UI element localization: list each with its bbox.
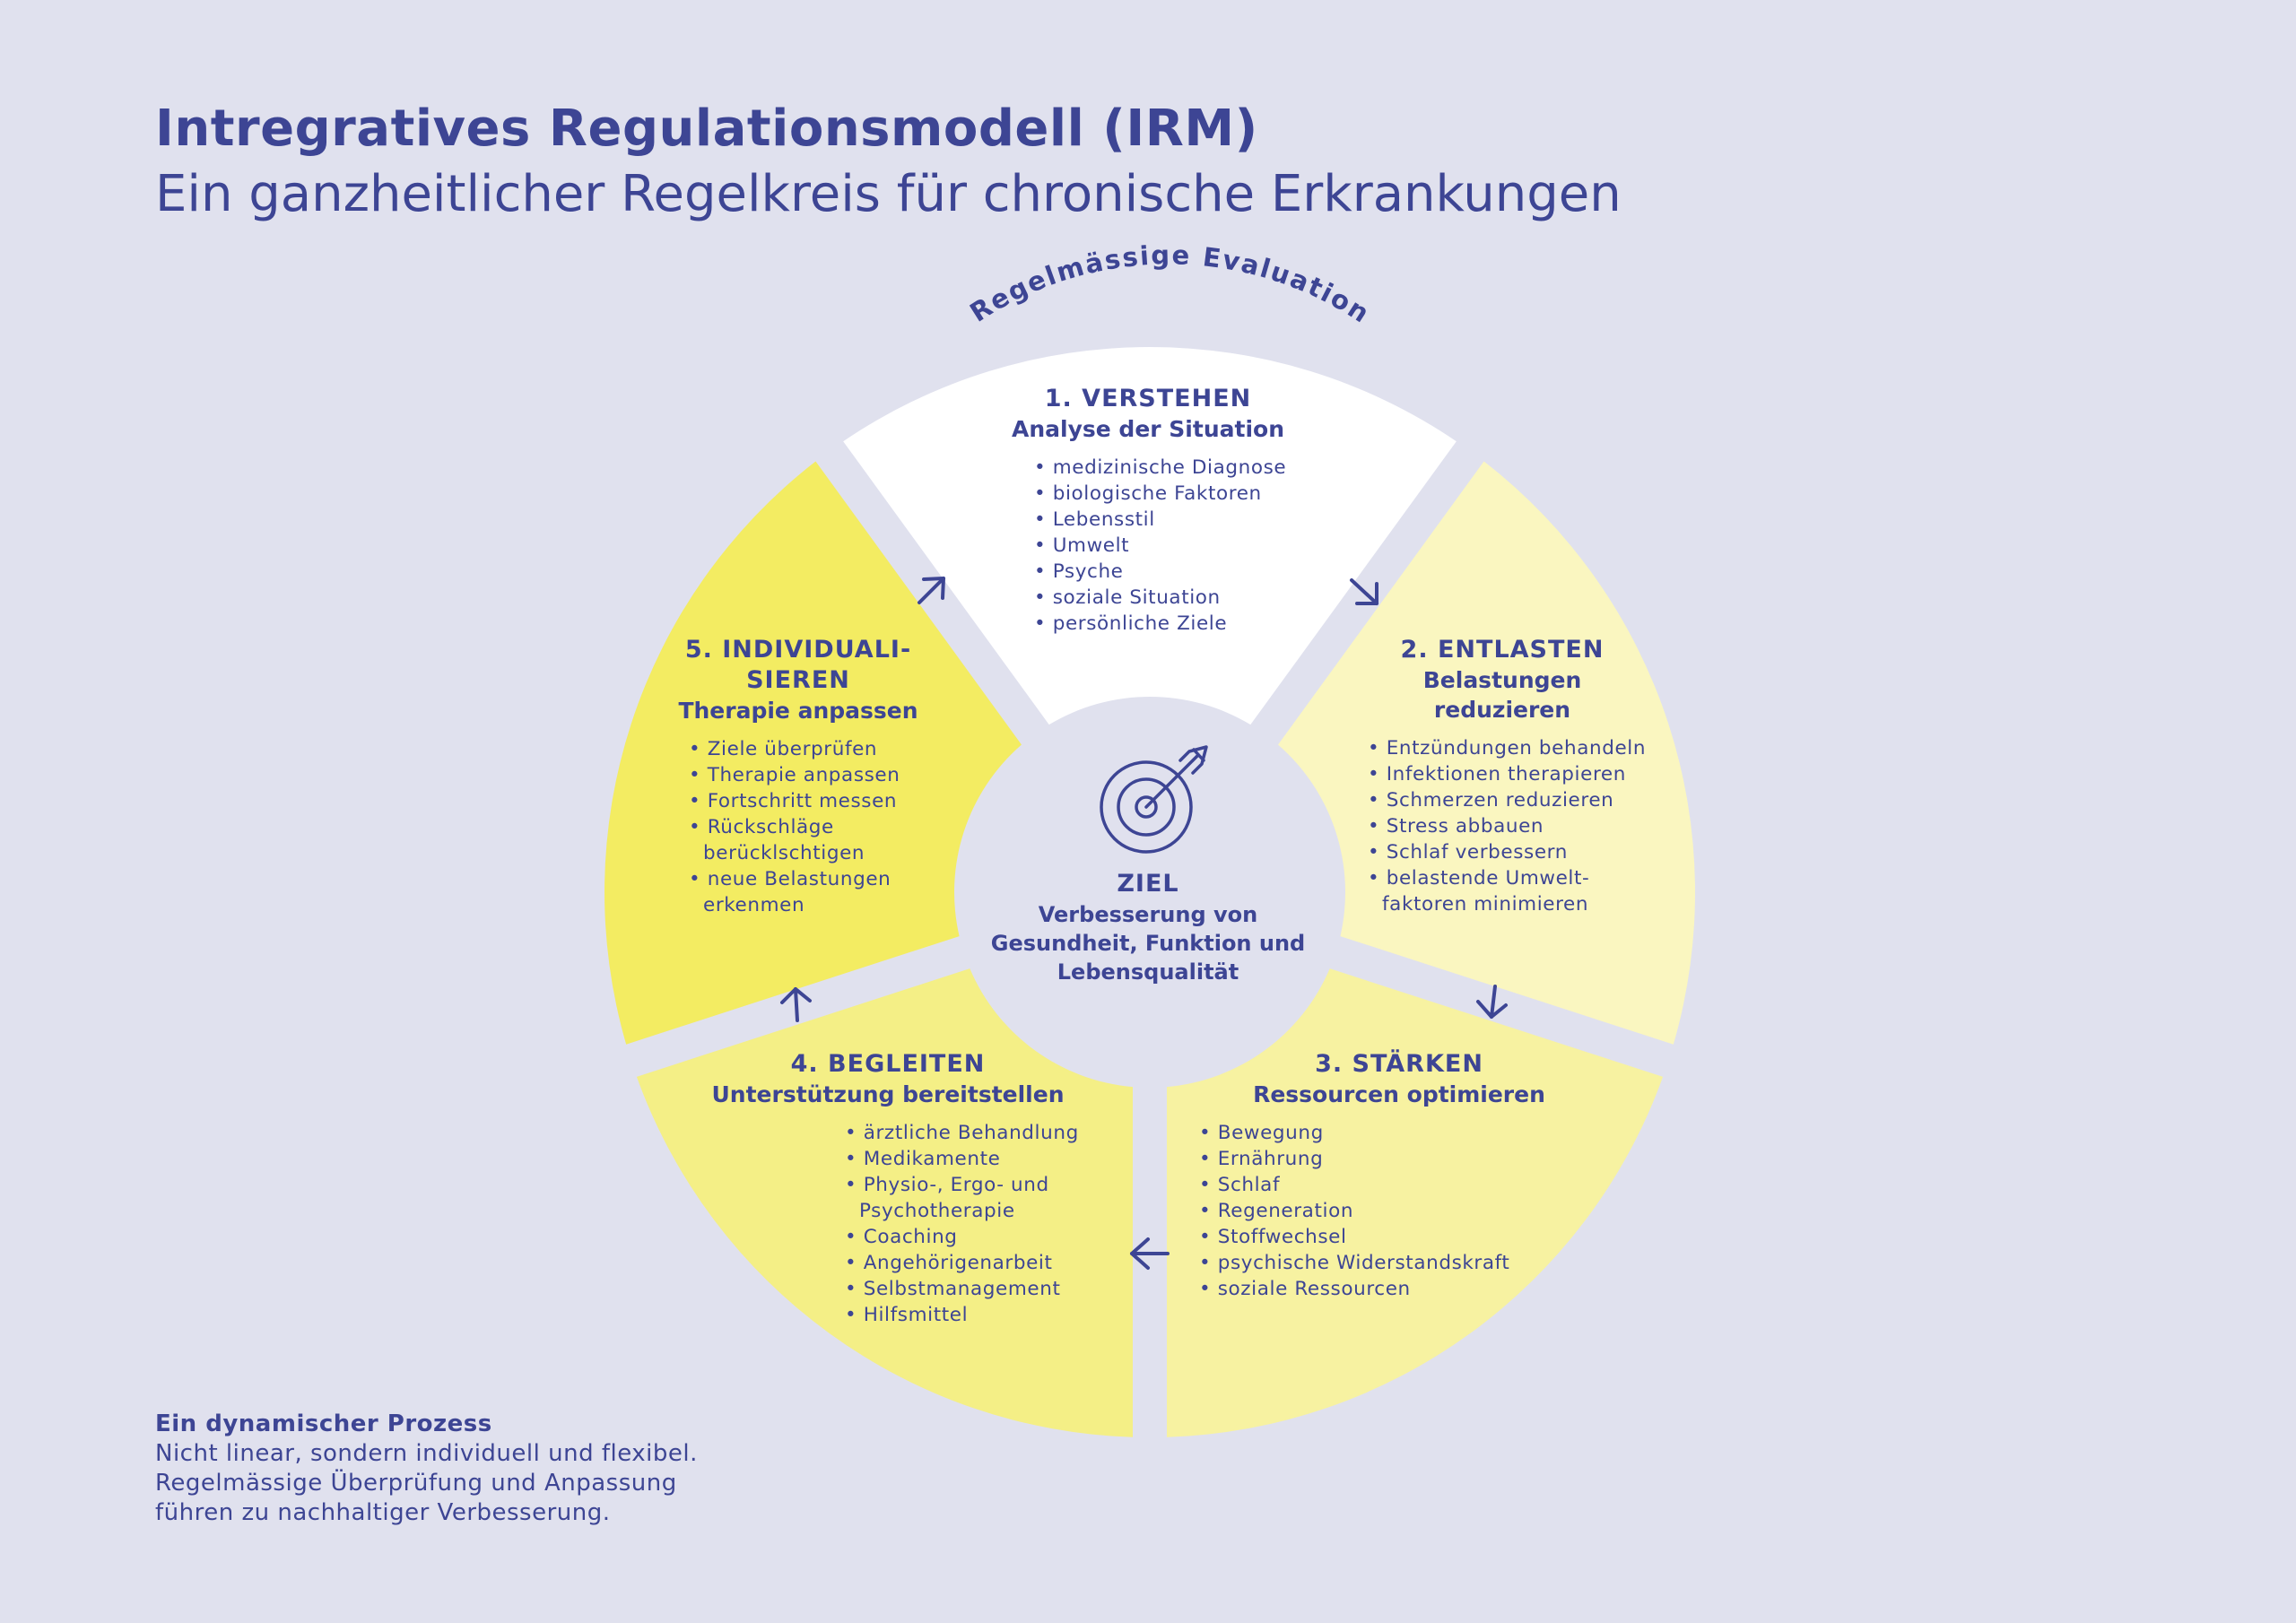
segment-item: belastende Umwelt-faktoren minimieren [1368, 865, 1664, 917]
segment-individualisieren-content: 5. INDIVIDUALI-SIEREN Therapie anpassen … [664, 635, 933, 918]
segment-item-list: Ziele überprüfenTherapie anpassenFortsch… [689, 736, 933, 918]
segment-item: Regeneration [1199, 1198, 1601, 1224]
center-heading: ZIEL [1117, 870, 1179, 898]
segment-subheading: Therapie anpassen [678, 698, 918, 724]
segment-item: biologische Faktoren [1034, 481, 1327, 507]
segment-verstehen-content: 1. VERSTEHEN Analyse der Situation mediz… [969, 384, 1327, 637]
target-icon [1100, 745, 1208, 854]
segment-item: Hilfsmittel [845, 1302, 1076, 1328]
segment-item: Ziele überprüfen [689, 736, 933, 762]
segment-item: Schmerzen reduzieren [1368, 787, 1664, 813]
segment-item: ärztliche Behandlung [845, 1120, 1079, 1146]
segment-item: Psyche [1034, 559, 1327, 585]
segment-item: psychische Widerstandskraft [1199, 1250, 1601, 1276]
segment-item: Stoffwechsel [1199, 1224, 1601, 1250]
segment-item: medizinische Diagnose [1034, 455, 1327, 481]
segment-item-list: Entzündungen behandelnInfektionen therap… [1368, 735, 1664, 917]
segment-item-list: ärztliche BehandlungMedikamentePhysio-, … [845, 1120, 1079, 1328]
segment-item: persönliche Ziele [1034, 611, 1327, 637]
center-goal: ZIEL Verbesserung von Gesundheit, Funkti… [969, 868, 1327, 986]
arrow-2-to-3-icon [1476, 985, 1508, 1019]
segment-heading: 4. BEGLEITEN [790, 1050, 986, 1078]
segment-staerken-content: 3. STÄRKEN Ressourcen optimieren Bewegun… [1197, 1049, 1601, 1302]
segment-item: Coaching [845, 1224, 1076, 1250]
arrow-1-to-2-icon [1350, 578, 1378, 605]
segment-subheading: Unterstützung bereitstellen [711, 1081, 1065, 1107]
footer-heading: Ein dynamischer Prozess [155, 1410, 492, 1437]
segment-item-list: BewegungErnährungSchlafRegenerationStoff… [1199, 1120, 1601, 1302]
segment-heading: 1. VERSTEHEN [1044, 385, 1252, 412]
segment-heading: 3. STÄRKEN [1315, 1050, 1483, 1078]
segment-subheading: Analyse der Situation [1012, 416, 1284, 442]
arrow-4-to-5-icon [780, 987, 812, 1022]
segment-item: soziale Situation [1034, 585, 1327, 611]
segment-begleiten-content: 4. BEGLEITEN Unterstützung bereitstellen… [700, 1049, 1079, 1328]
segment-item: Fortschritt messen [689, 788, 933, 814]
segment-subheading: Ressourcen optimieren [1253, 1081, 1545, 1107]
segment-item: Medikamente [845, 1146, 1076, 1172]
segment-item: Selbstmanagement [845, 1276, 1076, 1302]
segment-item: Lebensstil [1034, 507, 1327, 533]
page-title: Intregratives Regulationsmodell (IRM) [155, 100, 1258, 158]
center-text: Verbesserung von Gesundheit, Funktion un… [990, 902, 1306, 985]
page-subtitle: Ein ganzheitlicher Regelkreis für chroni… [155, 165, 1622, 223]
segment-item: Entzündungen behandeln [1368, 735, 1664, 761]
segment-item: Infektionen therapieren [1368, 761, 1664, 787]
segment-item: Ernährung [1199, 1146, 1601, 1172]
footer-note: Ein dynamischer Prozess Nicht linear, so… [155, 1410, 747, 1528]
segment-item: Schlaf verbessern [1368, 839, 1664, 865]
segment-item: Bewegung [1199, 1120, 1601, 1146]
segment-item: Umwelt [1034, 533, 1327, 559]
segment-heading: 2. ENTLASTEN [1400, 636, 1605, 664]
cycle-label: Regelmässige Evaluation [964, 239, 1376, 329]
segment-item-list: medizinische Diagnosebiologische Faktore… [1034, 455, 1327, 637]
footer-text: Nicht linear, sondern individuell und fl… [155, 1440, 698, 1526]
segment-item: soziale Ressourcen [1199, 1276, 1601, 1302]
segment-item: Therapie anpassen [689, 762, 933, 788]
segment-item: Schlaf [1199, 1172, 1601, 1198]
segment-item: Angehörigenarbeit [845, 1250, 1076, 1276]
arrow-5-to-1-icon [918, 577, 945, 604]
segment-heading: 5. INDIVIDUALI-SIEREN [684, 636, 912, 694]
segment-item: Stress abbauen [1368, 813, 1664, 839]
arrow-3-to-4-icon [1130, 1237, 1170, 1270]
